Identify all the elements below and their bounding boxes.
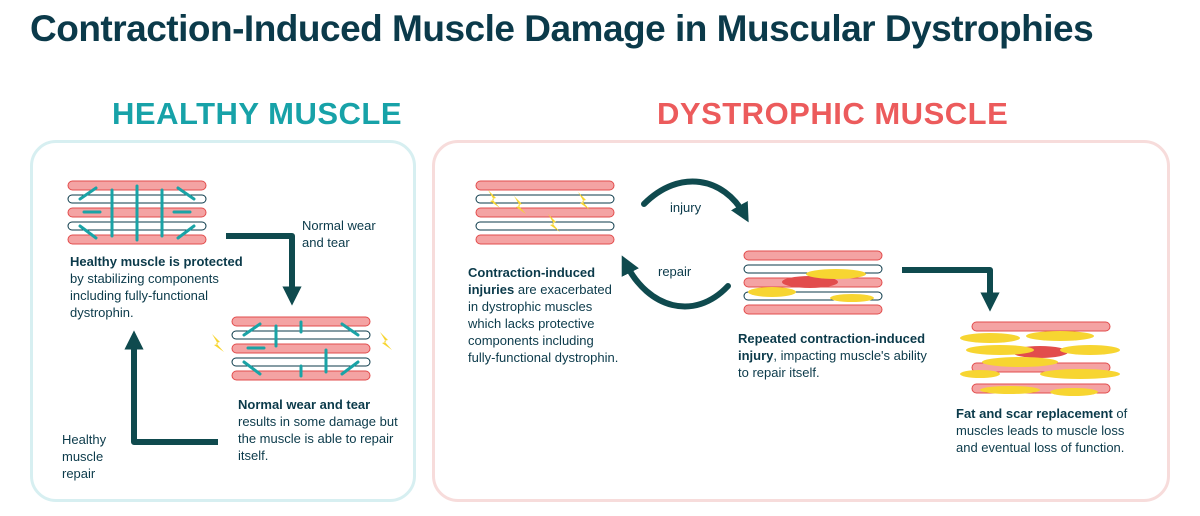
healthy-muscle-panel bbox=[30, 140, 416, 502]
lightning-icon bbox=[212, 334, 224, 352]
injuries-caption-bold: Contraction-induced injuries bbox=[468, 265, 596, 297]
dystrophic-muscle-panel bbox=[432, 140, 1170, 502]
wear-caption-bold: Normal wear and tear bbox=[238, 397, 371, 412]
worn-fiber-bundle bbox=[212, 316, 392, 381]
injured-fiber-bundle bbox=[475, 180, 615, 245]
cycle-repair-arrow bbox=[621, 255, 731, 310]
damaged-fiber-bundle bbox=[743, 250, 883, 315]
fat-scar-bundle bbox=[960, 321, 1120, 396]
healthy-fiber-bundle bbox=[67, 180, 207, 245]
repair-label: repair bbox=[658, 264, 692, 279]
healthy-repair-label: Healthy muscle repair bbox=[62, 432, 107, 481]
injury-label: injury bbox=[670, 200, 702, 215]
injury-arrow bbox=[641, 178, 749, 223]
repair-arrow bbox=[124, 330, 218, 445]
fat-caption-text: of muscles leads to muscle loss and even… bbox=[956, 406, 1128, 455]
repeated-caption-bold: Repeated contraction-induced injury bbox=[738, 331, 926, 363]
repeated-caption: Repeated contraction-induced injury, imp… bbox=[738, 330, 940, 381]
fat-caption: Fat and scar replacement of muscles lead… bbox=[956, 405, 1134, 456]
wear-caption-text: results in some damage but the muscle is… bbox=[238, 414, 398, 463]
protected-caption: Healthy muscle is protected by stabilizi… bbox=[70, 253, 250, 321]
progression-arrow bbox=[902, 267, 1000, 312]
wear-arrow bbox=[226, 233, 302, 306]
wear-caption: Normal wear and tear results in some dam… bbox=[238, 396, 410, 464]
wear-label: Normal wear and tear bbox=[302, 218, 376, 250]
fat-caption-bold: Fat and scar replacement bbox=[956, 406, 1113, 421]
lightning-icon bbox=[380, 332, 392, 350]
injuries-caption-text: are exacerbated in dystrophic muscles wh… bbox=[468, 282, 619, 365]
page-title: Contraction-Induced Muscle Damage in Mus… bbox=[30, 8, 1094, 49]
dystrophic-muscle-heading: DYSTROPHIC MUSCLE bbox=[657, 96, 1009, 131]
protected-caption-bold: Healthy muscle is protected bbox=[70, 254, 243, 269]
injuries-caption: Contraction-induced injuries are exacerb… bbox=[468, 264, 620, 366]
healthy-muscle-heading: HEALTHY MUSCLE bbox=[112, 96, 403, 131]
protected-caption-text: by stabilizing components including full… bbox=[70, 271, 219, 320]
repeated-caption-text: , impacting muscle's ability to repair i… bbox=[738, 348, 927, 380]
